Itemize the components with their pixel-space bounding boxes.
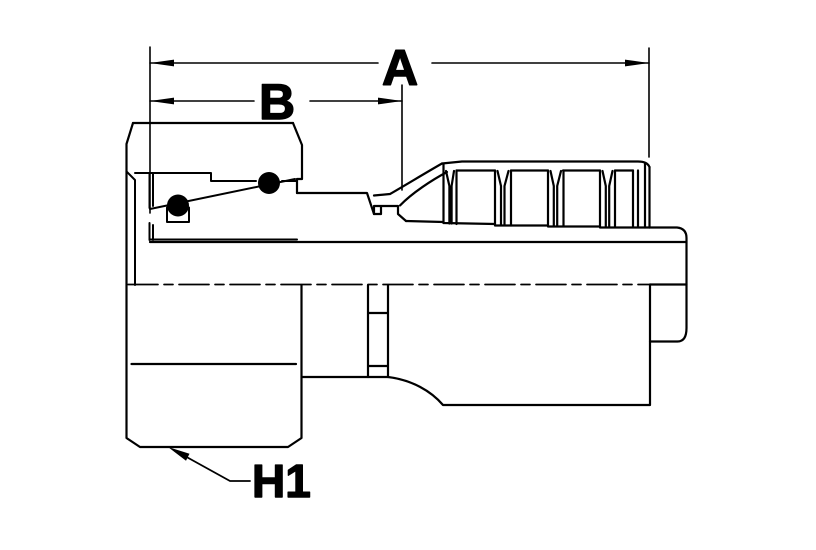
serration-groove-3 — [546, 169, 565, 228]
nipple-end-cap — [648, 226, 688, 343]
dimension-a-arrow-left — [150, 59, 174, 67]
h1-leader-line — [186, 456, 251, 482]
dimension-a: A — [149, 39, 650, 97]
band-lines — [366, 283, 390, 379]
shell-front-inner-slope — [398, 170, 449, 207]
nut-internal-section — [125, 170, 298, 286]
shell-top-line — [440, 160, 651, 169]
serration-groove-4 — [598, 169, 617, 228]
swivel-sleeve — [295, 191, 408, 379]
nut-bore-walls — [148, 172, 154, 241]
dimension-b-arrow-left — [150, 97, 174, 105]
shell-front-outer-slope — [372, 162, 444, 197]
dimension-b: B — [149, 73, 403, 131]
shell-lower-profile — [386, 283, 652, 407]
sleeve-notch-detail — [372, 204, 408, 223]
retaining-ring-band — [366, 283, 390, 379]
shell-right-edge — [631, 161, 651, 229]
h1-leader-arrowhead — [168, 447, 190, 461]
hex-nut — [125, 121, 304, 449]
hex-nut-outline — [125, 121, 304, 449]
ball-bearing-2 — [258, 172, 280, 194]
h1-label: H1 — [252, 455, 311, 507]
dimension-a-label: A — [382, 40, 418, 96]
crimp-shell — [372, 160, 652, 407]
serration-groove-1 — [442, 162, 458, 226]
nut-bore-chamfer — [125, 170, 136, 286]
nipple-tube — [148, 226, 688, 343]
h1-callout: H1 — [168, 447, 312, 508]
dimension-b-label: B — [259, 74, 295, 130]
ball-bearing-1 — [167, 194, 189, 217]
sleeve-top-line — [295, 191, 376, 216]
dimension-b-arrow-right — [378, 97, 402, 105]
dimension-a-arrow-right — [625, 59, 649, 67]
serration-groove-2 — [493, 169, 513, 227]
